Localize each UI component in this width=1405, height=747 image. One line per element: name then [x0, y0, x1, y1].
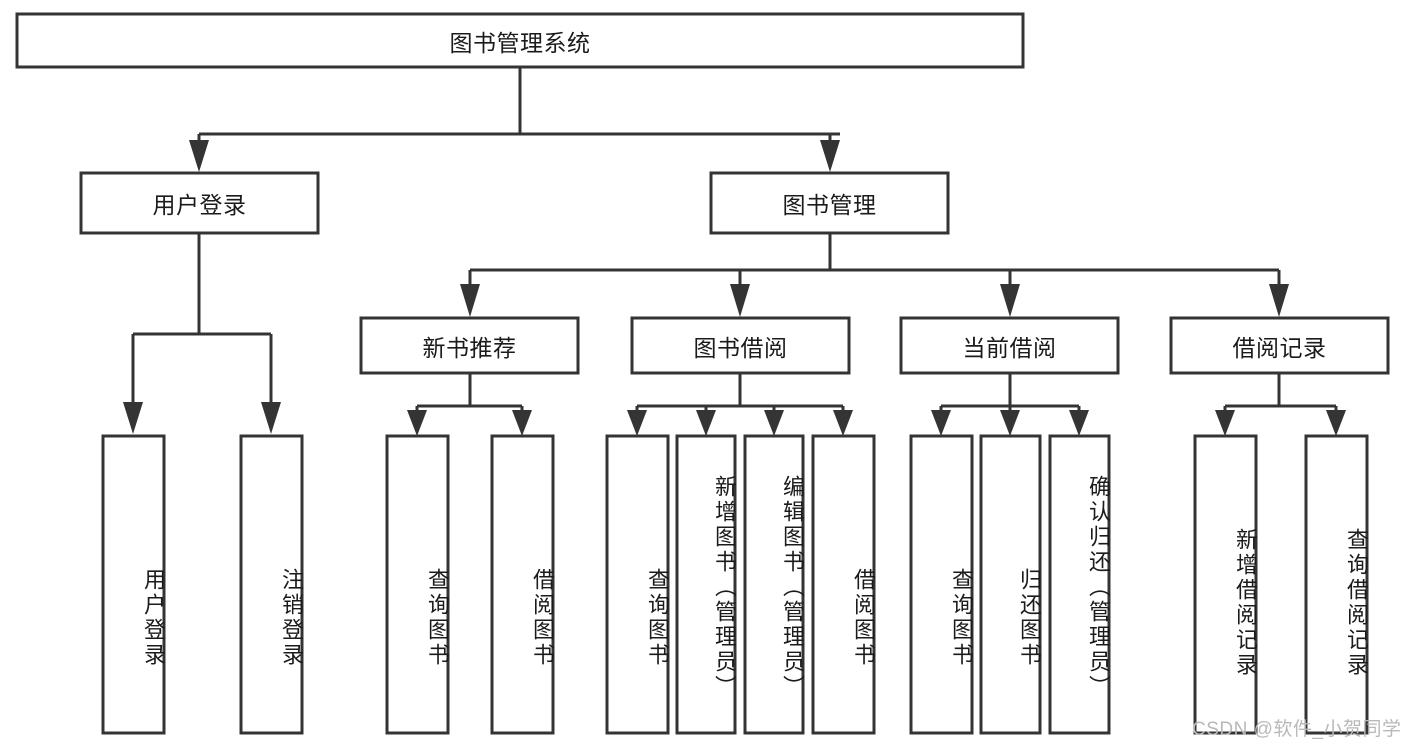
node-box-leaf-query-book-3[interactable]	[909, 434, 974, 735]
arrow-head-leaf-borrow-book-1	[512, 410, 532, 436]
arrow-head-user-login	[189, 140, 209, 172]
node-box-new-book-recommend[interactable]	[359, 316, 580, 375]
arrow-head-leaf-query-borrow-record	[1326, 410, 1346, 436]
watermark-text: CSDN @软件_小贺同学	[1192, 719, 1402, 740]
node-box-leaf-return-book[interactable]	[979, 434, 1042, 735]
arrow-head-leaf-edit-book-admin	[764, 410, 784, 436]
arrow-head-book-management	[820, 140, 840, 172]
node-box-leaf-borrow-book-2[interactable]	[811, 434, 876, 735]
node-box-leaf-edit-book-admin[interactable]	[743, 434, 805, 735]
arrow-head-leaf-add-borrow-record	[1215, 410, 1235, 436]
arrow-head-leaf-confirm-return-admin	[1069, 410, 1089, 436]
node-box-leaf-logout-login[interactable]	[239, 434, 304, 735]
arrow-head-leaf-add-book-admin	[696, 410, 716, 436]
node-box-book-management[interactable]	[709, 171, 950, 235]
arrow-head-new-book-recommend	[460, 284, 480, 317]
arrow-head-leaf-query-book-3	[931, 410, 951, 436]
node-box-leaf-confirm-return-admin[interactable]	[1048, 434, 1111, 735]
arrow-head-current-borrow	[1000, 284, 1020, 317]
arrow-head-leaf-return-book	[1000, 410, 1020, 436]
node-box-leaf-query-book-2[interactable]	[605, 434, 670, 735]
node-box-leaf-user-login[interactable]	[101, 434, 166, 735]
node-box-leaf-query-borrow-record[interactable]	[1304, 434, 1369, 735]
arrow-head-leaf-logout-login	[261, 402, 281, 434]
arrow-head-leaf-user-login	[123, 402, 143, 434]
node-box-leaf-borrow-book-1[interactable]	[490, 434, 555, 735]
arrow-head-borrow-record	[1269, 284, 1289, 317]
node-box-user-login[interactable]	[79, 171, 320, 235]
node-box-current-borrow[interactable]	[899, 316, 1120, 375]
node-box-borrow-record[interactable]	[1169, 316, 1390, 375]
node-box-leaf-add-borrow-record[interactable]	[1193, 434, 1258, 735]
node-box-leaf-query-book-1[interactable]	[385, 434, 450, 735]
arrow-head-book-borrow	[730, 284, 750, 317]
node-box-title[interactable]	[15, 12, 1025, 69]
node-box-leaf-add-book-admin[interactable]	[675, 434, 737, 735]
arrow-head-leaf-query-book-2	[627, 410, 647, 436]
arrow-head-leaf-query-book-1	[407, 410, 427, 436]
node-box-book-borrow[interactable]	[630, 316, 851, 375]
arrow-head-leaf-borrow-book-2	[833, 410, 853, 436]
